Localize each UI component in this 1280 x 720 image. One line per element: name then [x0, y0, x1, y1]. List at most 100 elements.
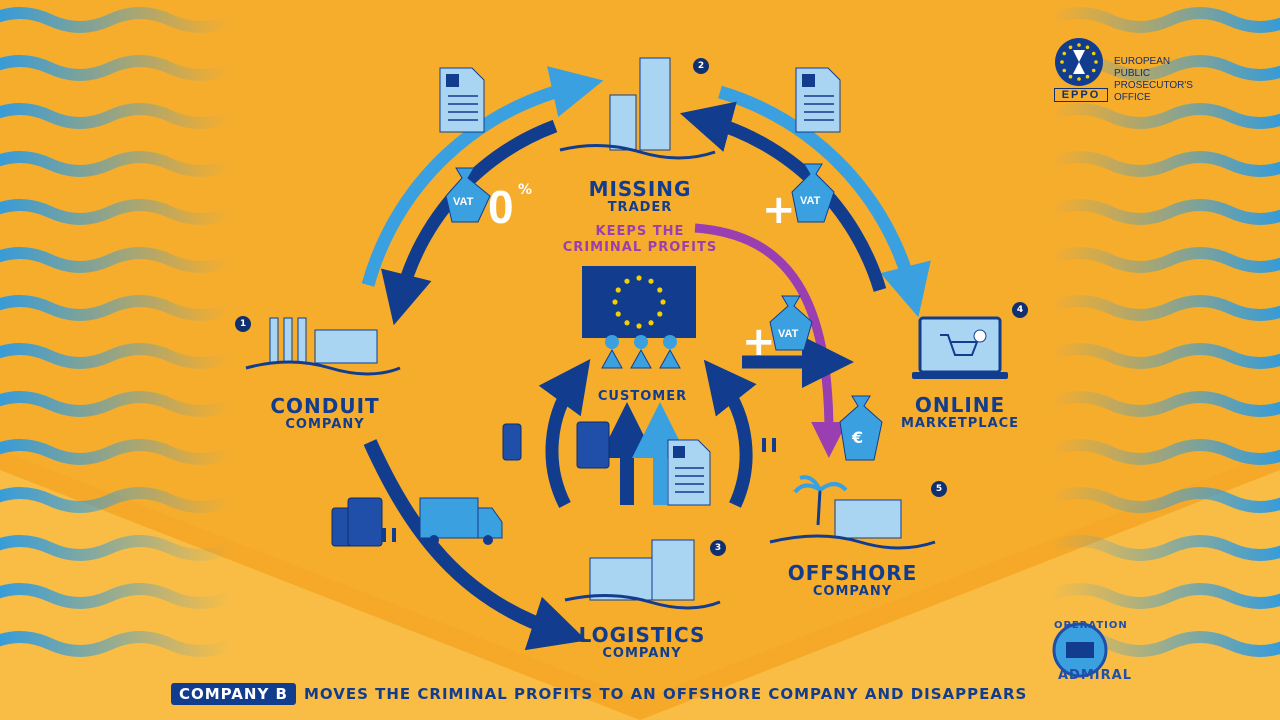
plus-sign: +: [742, 319, 776, 365]
factory-icon: [245, 317, 401, 376]
node-subtitle: COMPANY: [602, 646, 682, 661]
node-title: CUSTOMER: [597, 389, 688, 404]
delivery-truck-icon: [419, 497, 503, 545]
eppo-abbreviation: EPPO: [1054, 88, 1108, 102]
vat-label: VAT: [800, 195, 821, 207]
arrow-profits-to-offshore: [694, 223, 848, 458]
eppo-logo: EUROPEAN PUBLIC PROSECUTOR'S OFFICE EPPO: [1052, 36, 1212, 106]
node-title: CONDUIT: [270, 394, 380, 418]
star-icon: [624, 278, 630, 284]
earbuds-icon: [762, 438, 776, 452]
node-offshore-company: OFFSHORE COMPANY: [780, 562, 925, 599]
node-subtitle: MARKETPLACE: [900, 416, 1020, 431]
customer-people-icon: [601, 335, 681, 369]
wave-stripe: [0, 487, 233, 513]
vat-bag-icon: [791, 163, 835, 223]
star-icon: [1077, 43, 1081, 47]
wave-stripe: [1047, 199, 1280, 225]
operation-admiral-logo: OPERATION ADMIRAL: [1048, 620, 1131, 690]
wave-stripe: [0, 583, 233, 609]
star-icon: [1062, 68, 1067, 73]
wave-stripe: [0, 295, 233, 321]
invoice-icon: [795, 67, 841, 133]
tablet-icon: [576, 421, 610, 469]
wave-stripe: [1047, 439, 1280, 465]
node-customer: CUSTOMER: [590, 389, 695, 404]
star-icon: [648, 320, 654, 326]
step-number-badge: 5: [931, 481, 947, 497]
euro-bag-icon: [839, 395, 883, 461]
smartphone-icon: [502, 423, 522, 461]
arrow-inner-left: [538, 358, 591, 508]
step-number-badge: 4: [1012, 302, 1028, 318]
wave-stripe: [0, 7, 233, 33]
operation-admiral-badge-icon: [1052, 622, 1108, 678]
eppo-name: EUROPEAN PUBLIC PROSECUTOR'S OFFICE: [1114, 56, 1193, 104]
laptop-cart-icon: [912, 316, 1008, 379]
wave-stripe: [0, 151, 233, 177]
wave-stripe: [1047, 103, 1280, 129]
devices-icon: [331, 497, 396, 547]
node-title: MISSING: [588, 177, 692, 201]
star-icon: [612, 299, 618, 305]
wave-stripe: [0, 343, 233, 369]
star-icon: [615, 311, 621, 317]
eppo-name-line: PROSECUTOR'S: [1114, 80, 1193, 91]
invoice-icon: [439, 67, 485, 133]
star-icon: [1062, 51, 1067, 56]
wave-stripe: [1047, 7, 1280, 33]
caption-text: MOVES THE CRIMINAL PROFITS TO AN OFFSHOR…: [303, 685, 1028, 703]
arrow-inner-right: [703, 359, 757, 508]
waves-left: [0, 7, 233, 657]
eu-flag-icon: [582, 266, 696, 338]
caption-bar: COMPANY B MOVES THE CRIMINAL PROFITS TO …: [171, 682, 1027, 706]
step-number-badge: 2: [693, 58, 709, 74]
node-conduit-company: CONDUIT COMPANY: [250, 395, 400, 432]
wave-stripe: [0, 631, 233, 657]
star-icon: [636, 275, 642, 281]
star-icon: [636, 323, 642, 329]
star-icon: [648, 278, 654, 284]
node-logistics-company: LOGISTICS COMPANY: [572, 624, 712, 661]
wave-stripe: [0, 535, 233, 561]
star-icon: [1077, 77, 1081, 81]
star-icon: [1094, 60, 1098, 64]
operation-name: ADMIRAL: [1058, 668, 1132, 683]
waves-right: [1047, 7, 1280, 657]
wave-stripe: [1047, 391, 1280, 417]
eppo-name-line: OFFICE: [1114, 92, 1151, 103]
wave-stripe: [1047, 151, 1280, 177]
wave-stripe: [0, 199, 233, 225]
wave-stripe: [0, 103, 233, 129]
star-icon: [657, 311, 663, 317]
star-icon: [1085, 74, 1090, 79]
node-subtitle: COMPANY: [285, 417, 365, 432]
node-missing-trader: MISSING TRADER: [585, 178, 695, 215]
percent-sign: %: [518, 182, 533, 198]
vat-bag-icon: [769, 295, 813, 351]
star-icon: [1060, 60, 1064, 64]
keeps-profits-line1: KEEPS THE: [595, 224, 685, 239]
caption-badge: COMPANY B: [171, 683, 296, 705]
vat-label: VAT: [453, 196, 474, 208]
node-subtitle: COMPANY: [812, 584, 893, 599]
wave-stripe: [0, 247, 233, 273]
vat-label: VAT: [778, 328, 799, 340]
wave-stripe: [0, 391, 233, 417]
eppo-name-line: EUROPEAN: [1114, 56, 1171, 67]
arrow-missing-to-online: [718, 85, 931, 318]
node-title: ONLINE: [914, 393, 1006, 417]
star-icon: [1091, 68, 1096, 73]
star-icon: [1091, 51, 1096, 56]
wave-stripe: [1047, 487, 1280, 513]
eppo-emblem-icon: [1055, 38, 1103, 86]
step-number-badge: 1: [235, 316, 251, 332]
offshore-building-icon: [769, 475, 936, 550]
node-title: LOGISTICS: [578, 623, 706, 647]
star-icon: [615, 287, 621, 293]
node-title: OFFSHORE: [787, 561, 918, 585]
wave-stripe: [0, 55, 233, 81]
eppo-name-line: PUBLIC: [1114, 68, 1151, 79]
